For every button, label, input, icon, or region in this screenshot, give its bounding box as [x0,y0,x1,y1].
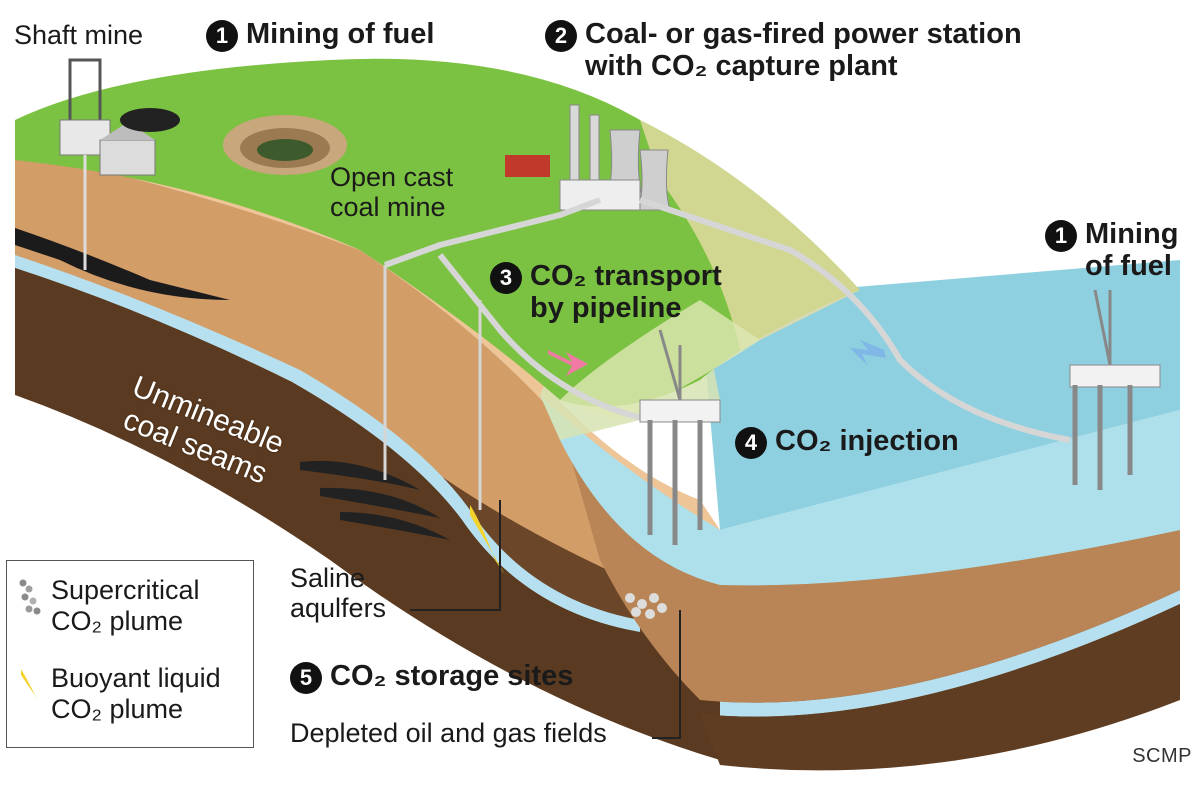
legend-supercritical-line1: Supercritical [51,575,200,605]
buoyant-plume [470,505,505,575]
step5-label: 5 CO₂ storage sites [290,660,573,694]
leader-saline [410,500,501,611]
open-cast-line2: coal mine [330,192,446,223]
step1-right-number: 1 [1045,220,1077,252]
coal-seams [15,228,450,540]
open-cast-line1: Open cast [330,162,454,192]
pipeline-inland [383,197,602,268]
step1-top-label: 1 Mining of fuel [206,18,434,52]
coal-seam-2 [320,487,440,518]
beach-strip [560,300,760,420]
step2-number: 2 [545,20,577,52]
leader-depleted [652,610,681,739]
pipeline-to-offshore [639,197,1071,443]
step3-label: 3 CO₂ transport by pipeline [490,260,722,325]
sea-front [540,395,1180,586]
arrow-pink [548,350,588,376]
source-credit: SCMP [1132,745,1192,767]
lower-right-dark [700,604,1180,771]
shaft-mine-label: Shaft mine [14,20,144,50]
step4-label: 4 CO₂ injection [735,425,959,459]
step3-line1: CO₂ transport [530,260,722,292]
offshore-platform-center [639,329,721,545]
coal-seam-3 [340,512,450,540]
legend-buoyant: Buoyant liquid CO₂ plume [51,663,221,725]
step1-top-text: Mining of fuel [246,18,435,50]
flow-arrows [548,340,886,376]
step5-number: 5 [290,662,322,694]
legend-supercritical-line2: CO₂ plume [51,606,184,637]
pipelines [383,197,1071,510]
step5-text: CO₂ storage sites [330,660,574,692]
pipeline-to-platform [437,253,651,423]
legend-buoyant-line1: Buoyant liquid [51,663,221,693]
power-station [505,104,671,211]
buoyant-swatch [21,669,39,701]
saline-label: Saline aqulfers [290,563,386,623]
step1-right-line1: Mining [1085,218,1179,250]
depleted-label: Depleted oil and gas fields [290,718,607,748]
step4-number: 4 [735,427,767,459]
coal-seam-1 [300,460,420,490]
aquifer-band-right [700,590,1180,717]
open-cast-mine [223,115,347,175]
step1-top-number: 1 [206,20,238,52]
step3-line2: by pipeline [530,292,682,325]
saline-line2: aqulfers [290,593,387,624]
step1-right-label: 1 Mining of fuel [1045,218,1178,283]
arrow-blue [850,340,886,366]
supercritical-swatch [19,579,41,615]
step2-line1: Coal- or gas-fired power station [585,18,1022,50]
legend-buoyant-line2: CO₂ plume [51,694,184,725]
offshore-platform-right [1069,289,1161,490]
legend-supercritical: Supercritical CO₂ plume [51,575,200,637]
stratum-tan [15,150,1180,610]
shaft-mine-buildings [59,58,180,270]
step4-text: CO₂ injection [775,425,959,457]
step3-number: 3 [490,262,522,294]
saline-line1: Saline [290,563,366,593]
legend: Supercritical CO₂ plume Buoyant liquid C… [6,560,254,748]
supercritical-plume [625,593,667,619]
step2-label: 2 Coal- or gas-fired power station with … [545,18,1022,83]
leader-lines [410,500,681,739]
open-cast-label: Open cast coal mine [330,162,453,222]
step1-right-line2: of fuel [1085,250,1172,283]
step2-line2: with CO₂ capture plant [585,50,898,83]
